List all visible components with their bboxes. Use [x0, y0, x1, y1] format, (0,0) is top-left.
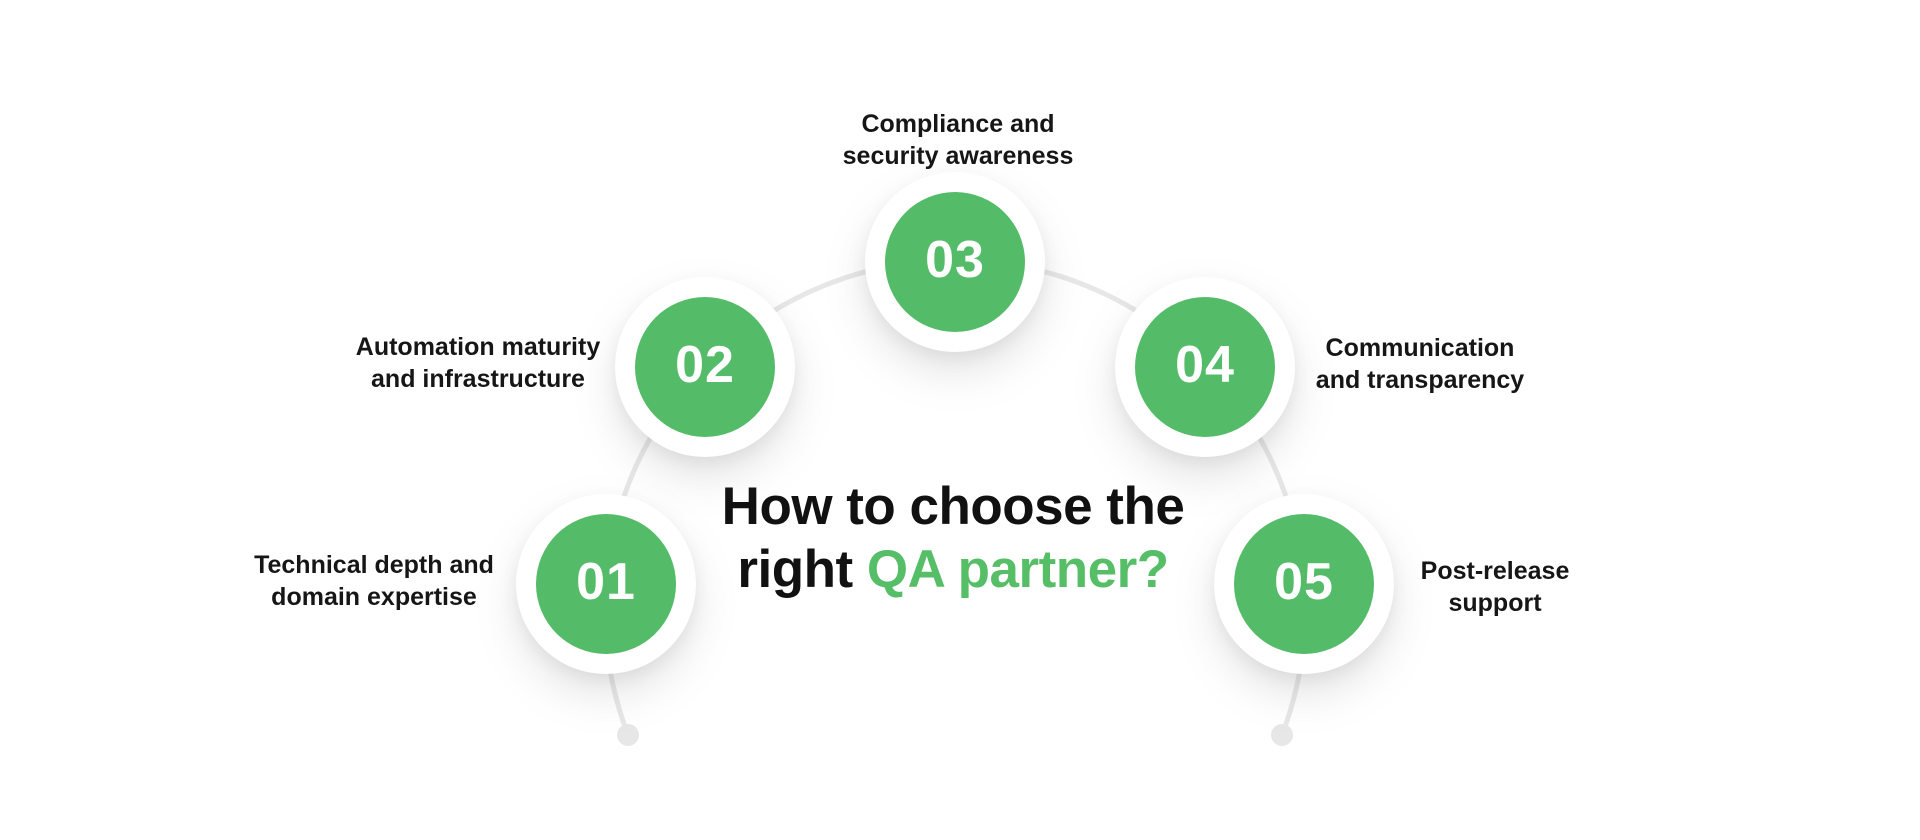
title-line-2-prefix: right: [737, 540, 853, 599]
step-circle-05: 05: [1234, 514, 1374, 654]
step-circle-04: 04: [1135, 297, 1275, 437]
title-line-2-highlight: QA partner?: [866, 540, 1169, 599]
step-number-03: 03: [925, 231, 985, 289]
title-line-1: How to choose the: [721, 477, 1185, 536]
step-node-04: 04: [1115, 277, 1295, 457]
step-number-01: 01: [576, 553, 636, 611]
arc-end-dot-right: [1271, 724, 1293, 746]
step-node-02: 02: [615, 277, 795, 457]
step-number-02: 02: [675, 336, 735, 394]
step-number-04: 04: [1175, 336, 1235, 394]
step-label-03: Compliance and security awareness: [842, 110, 1074, 170]
step-circle-02: 02: [635, 297, 775, 437]
step-label-01: Technical depth and domain expertise: [254, 551, 494, 611]
step-node-05: 05: [1214, 494, 1394, 674]
step-number-05: 05: [1274, 553, 1334, 611]
title-line-2: right QA partner?: [722, 538, 1185, 601]
main-title: How to choose the right QA partner?: [722, 475, 1185, 601]
step-circle-03: 03: [885, 192, 1025, 332]
arc-end-dot-left: [617, 724, 639, 746]
step-node-01: 01: [516, 494, 696, 674]
step-label-02: Automation maturity and infrastructure: [355, 333, 601, 393]
step-circle-01: 01: [536, 514, 676, 654]
step-label-04: Communication and transparency: [1315, 334, 1525, 394]
step-label-05: Post-release support: [1420, 557, 1570, 617]
step-node-03: 03: [865, 172, 1045, 352]
